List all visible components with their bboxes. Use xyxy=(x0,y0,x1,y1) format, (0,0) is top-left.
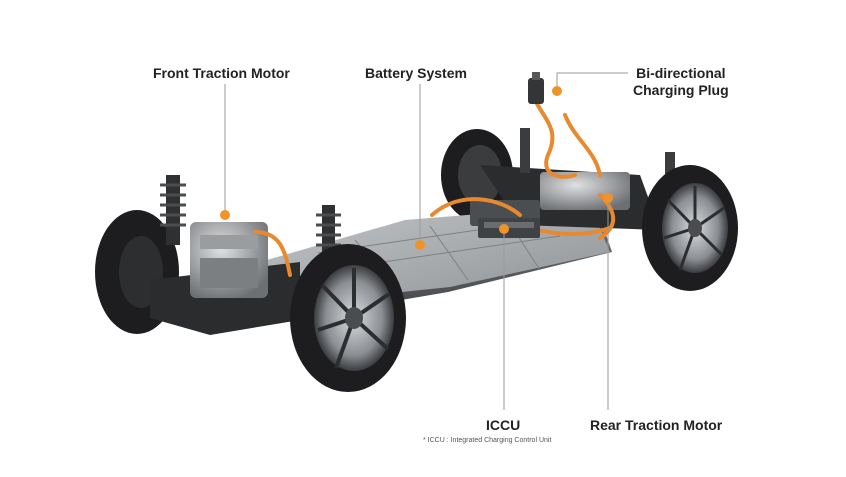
label-front-traction-motor: Front Traction Motor xyxy=(153,65,290,81)
label-rear-traction-motor: Rear Traction Motor xyxy=(590,417,723,433)
leader-lines xyxy=(224,72,628,410)
label-charging-plug: Bi-directional Charging Plug xyxy=(633,65,729,99)
marker-dots xyxy=(220,86,613,250)
marker-dot-icon xyxy=(415,240,425,250)
marker-dot-icon xyxy=(552,86,562,96)
rear-right-wheel xyxy=(642,165,738,291)
front-subframe xyxy=(150,222,300,335)
rear-left-strut xyxy=(520,128,530,173)
label-iccu: ICCU xyxy=(486,417,521,433)
marker-dot-icon xyxy=(603,193,613,203)
front-left-strut xyxy=(160,175,186,245)
footnote-iccu: * ICCU : Integrated Charging Control Uni… xyxy=(423,437,552,444)
label-battery-system: Battery System xyxy=(365,65,467,81)
marker-dot-icon xyxy=(220,210,230,220)
iccu-unit xyxy=(478,218,540,238)
charging-plug xyxy=(528,72,544,104)
leader-charging-plug xyxy=(556,72,628,91)
label-charging-plug-line1: Bi-directional xyxy=(636,65,726,81)
front-right-wheel xyxy=(290,244,406,392)
label-charging-plug-line2: Charging Plug xyxy=(633,82,729,98)
rear-left-wheel xyxy=(441,129,513,221)
marker-dot-icon xyxy=(499,224,509,234)
